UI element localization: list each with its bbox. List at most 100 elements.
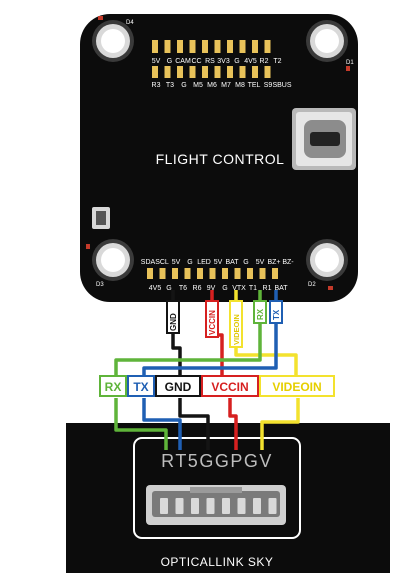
connector-pin [206,498,215,514]
solder-pad [164,40,171,53]
svg-text:TX: TX [272,309,281,320]
connector-pin [191,498,199,514]
solder-pad [189,66,196,78]
pad-label: 9V [207,285,216,292]
connector-pin [222,498,230,514]
solder-pad [227,66,233,78]
opticallink-module: RT5GGPGV OPTICALLINK SKY [66,423,390,573]
pad-label: T6 [179,285,187,292]
connection-label-tx: TX [127,375,155,397]
videoin-module-wire [260,398,300,450]
pad-label: M7 [221,82,231,89]
pad-label: BZ+ [267,259,280,266]
solder-pad [234,268,241,279]
solder-pad [164,66,171,78]
svg-text:TX: TX [133,380,148,394]
tx-wire-label: TX [269,300,283,324]
boot-button[interactable] [92,207,110,229]
svg-text:GND: GND [169,313,178,331]
pad-label: R2 [260,58,269,65]
rx-wire [114,290,262,378]
solder-pad [184,268,191,279]
solder-pad [259,268,266,279]
pad-label: T3 [166,82,174,89]
bottom-solder-pads [147,268,278,279]
videoin-wire-label: VIDEOIN [229,300,243,348]
pad-label: 3V3 [217,58,230,65]
pad-label: R1 [263,285,272,292]
solder-pad [202,66,208,78]
solder-pad [189,40,196,53]
pad-label: BAT [225,259,239,266]
pad-label: G [167,58,172,65]
pad-label: G [187,259,192,266]
connection-label-vccin: VCCIN [201,375,259,397]
pad-label: RS [205,58,215,65]
mounting-hole [306,239,348,281]
tx-wire [142,290,278,378]
pad-label: S9 [264,82,273,89]
pad-label: G [181,82,186,89]
pad-label: G [166,285,171,292]
pad-label: 5V [152,58,161,65]
pad-label: R3 [152,82,161,89]
solder-pad [147,268,153,279]
svg-text:RX: RX [105,380,122,394]
pad-label: 5V [172,259,181,266]
mounting-hole [92,239,134,281]
pad-label: LED [197,259,211,266]
solder-pad [272,268,278,279]
solder-pad [214,40,221,53]
connection-label-videoin: VIDEOIN [259,375,335,397]
pad-label: M8 [235,82,245,89]
corner-label-d1: D1 [346,60,354,66]
solder-pad [197,268,203,279]
solder-pad [177,66,183,78]
mounting-hole [92,20,134,62]
pad-label: BAT [274,285,288,292]
board-title: FLIGHT CONTROL [156,151,285,167]
solder-pad [252,66,258,78]
pad-label: BZ- [282,259,294,266]
solder-pad [172,268,178,279]
usb-c-port[interactable] [292,108,356,170]
pad-label: SCL [155,259,169,266]
connector-pin [237,498,246,514]
pad-label: 5V [256,259,265,266]
pad-label: M5 [193,82,203,89]
solder-pad [152,66,158,78]
pad-label: M6 [207,82,217,89]
solder-pad [239,40,246,53]
pad-label: R6 [193,285,202,292]
connector-pin [160,498,168,514]
svg-text:VCCIN: VCCIN [211,380,248,394]
solder-pad [214,66,221,78]
solder-pad [227,40,233,53]
pad-label: CC [191,58,201,65]
mounting-hole [306,20,348,62]
svg-text:VIDEOIN: VIDEOIN [272,380,321,394]
module-model: RT5GGPGV [161,451,273,471]
pad-label: VTX [232,285,246,292]
pad-label: T1 [249,285,257,292]
gnd-module-wire [178,398,210,450]
pad-label: 5V [214,259,223,266]
solder-pad [202,40,208,53]
pad-label: CAM [175,58,191,65]
module-connector[interactable] [146,485,286,525]
pad-label: SBUS [272,82,291,89]
top-solder-pads [152,40,271,78]
corner-label-d4: D4 [126,20,134,26]
rx-module-wire [114,398,168,450]
solder-pad [222,268,228,279]
vccin-module-wire [228,398,238,450]
solder-pad [264,40,271,53]
corner-label-d2: D2 [308,282,316,288]
rx-wire-label: RX [253,300,267,324]
pad-label: SDA [141,259,156,266]
gnd-wire-label: GND [166,300,180,334]
